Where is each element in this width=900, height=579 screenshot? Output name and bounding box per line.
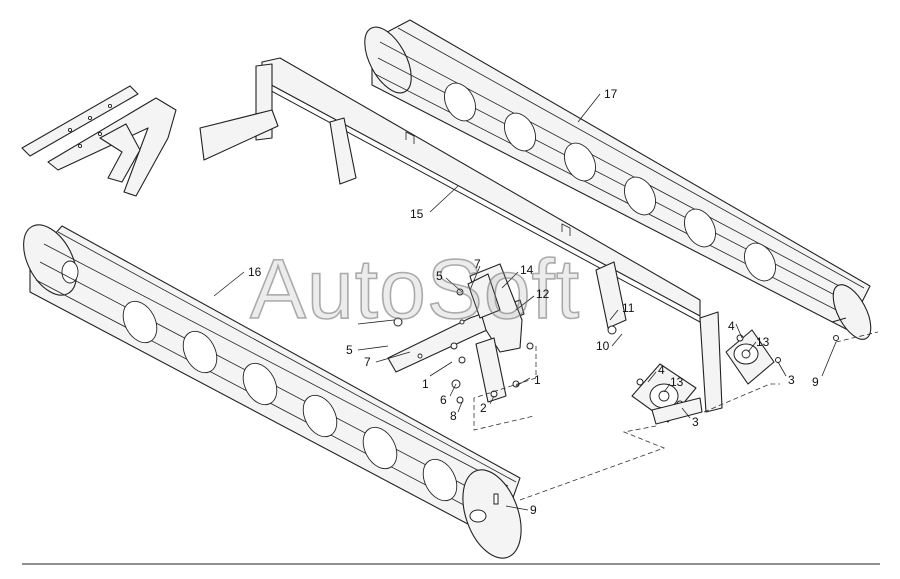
callout-5: 5	[346, 343, 353, 357]
callout-3: 3	[692, 415, 699, 429]
callout-4: 4	[728, 319, 735, 333]
callout-13: 13	[756, 335, 770, 349]
callout-12: 12	[536, 287, 550, 301]
callout-2: 2	[480, 401, 487, 415]
center-bracket-assembly	[387, 263, 617, 404]
callout-4: 4	[658, 363, 665, 377]
callout-13: 13	[670, 375, 684, 389]
callout-11: 11	[622, 301, 635, 315]
callout-9: 9	[530, 503, 537, 517]
bearing-plate-front	[631, 363, 703, 425]
part-callouts: 17 15 16 5 7 14 12 11 10 5 7 1 1 6 8 2 4…	[248, 87, 819, 517]
callout-1: 1	[422, 377, 429, 391]
callout-7: 7	[474, 257, 481, 271]
callout-7: 7	[364, 355, 371, 369]
bearing-plate-rear	[725, 329, 839, 385]
callout-1: 1	[534, 373, 541, 387]
tine-bracket	[21, 85, 177, 197]
autosoft-watermark: AutoSoft	[250, 242, 580, 336]
part-15-main-frame	[199, 57, 723, 413]
callout-14: 14	[520, 263, 534, 277]
callout-8: 8	[450, 409, 457, 423]
callout-9: 9	[812, 375, 819, 389]
part-16-cage-roller-lower	[23, 224, 522, 559]
callout-17: 17	[604, 87, 618, 101]
callout-5: 5	[436, 269, 443, 283]
part-17-cage-roller-upper	[364, 19, 872, 340]
assembly-dashed-lines	[473, 331, 879, 501]
callout-3: 3	[788, 373, 795, 387]
callout-16: 16	[248, 265, 262, 279]
callout-leader-lines	[213, 93, 837, 511]
callout-10: 10	[596, 339, 610, 353]
callout-15: 15	[410, 207, 424, 221]
callout-6: 6	[440, 393, 447, 407]
